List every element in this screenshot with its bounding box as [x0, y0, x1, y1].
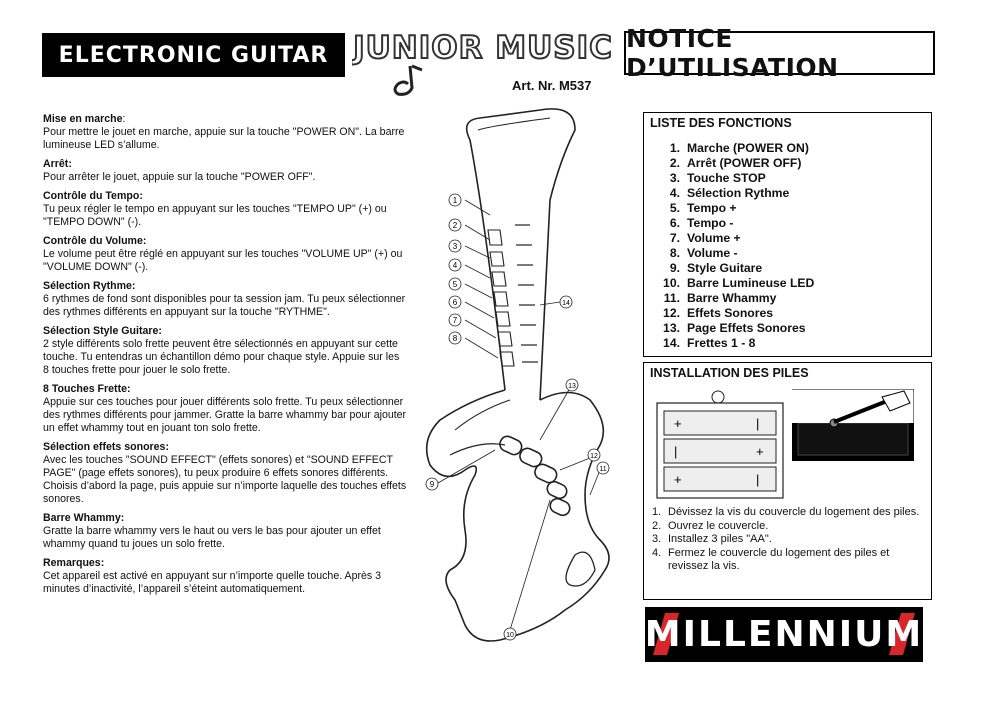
callout-3: 3 — [453, 242, 458, 251]
callout-10: 10 — [506, 632, 514, 639]
function-list-title: LISTE DES FONCTIONS — [650, 116, 792, 130]
section-text: 6 rythmes de fond sont disponibles pour … — [43, 293, 406, 318]
section-title: Contrôle du Volume: — [43, 235, 147, 247]
section-guitar-style: Sélection Style Guitare: 2 style différe… — [43, 325, 408, 377]
function-item: 8.Volume - — [669, 246, 738, 260]
junior-music-logo: JUNIOR MUSIC — [352, 29, 613, 96]
article-number: Art. Nr. M537 — [512, 78, 592, 93]
callout-13: 13 — [568, 383, 576, 390]
callout-5: 5 — [453, 280, 458, 289]
function-item: 3.Touche STOP — [669, 171, 766, 185]
section-whammy: Barre Whammy: Gratte la barre whammy ver… — [43, 512, 408, 551]
function-item: 7.Volume + — [669, 231, 741, 245]
function-item: 14.Frettes 1 - 8 — [663, 336, 756, 350]
section-text: 2 style différents solo frette peuvent ê… — [43, 338, 400, 376]
section-text: Cet appareil est activé en appuyant sur … — [43, 570, 382, 595]
svg-text:+: + — [674, 416, 682, 431]
function-list-box: LISTE DES FONCTIONS 1.Marche (POWER ON) … — [643, 112, 932, 357]
function-item: 5.Tempo + — [669, 201, 737, 215]
guitar-illustration: 1 2 3 4 5 6 7 8 9 10 11 12 13 14 — [425, 108, 610, 642]
section-volume: Contrôle du Volume: Le volume peut être … — [43, 235, 408, 274]
function-item: 11.Barre Whammy — [663, 291, 777, 305]
brand-red-bars — [653, 613, 915, 655]
callout-6: 6 — [453, 298, 458, 307]
installation-steps: 1.Dévissez la vis du couvercle du logeme… — [652, 506, 922, 574]
svg-text:|: | — [756, 472, 759, 487]
callout-11: 11 — [599, 466, 606, 473]
function-item: 12.Effets Sonores — [663, 306, 774, 320]
section-title: 8 Touches Frette: — [43, 383, 131, 395]
svg-text:+: + — [674, 472, 682, 487]
section-text: Gratte la barre whammy vers le haut ou v… — [43, 525, 381, 550]
section-title: Sélection Rythme: — [43, 280, 136, 292]
section-rhythm: Sélection Rythme: 6 rythmes de fond sont… — [43, 280, 408, 319]
svg-text:|: | — [756, 416, 759, 431]
function-item: 13.Page Effets Sonores — [663, 321, 806, 335]
section-title: Sélection Style Guitare: — [43, 325, 162, 337]
section-sound-effects: Sélection effets sonores: Avec les touch… — [43, 441, 408, 506]
section-text: Pour arrêter le jouet, appuie sur la tou… — [43, 171, 316, 183]
callout-12: 12 — [590, 453, 598, 460]
function-list: 1.Marche (POWER ON) 2.Arrêt (POWER OFF) … — [652, 141, 814, 351]
battery-installation-box: INSTALLATION DES PILES + | | + + | 1.Dév… — [643, 362, 932, 600]
callout-1: 1 — [453, 196, 458, 205]
title-electronic-guitar: ELECTRONIC GUITAR — [42, 33, 345, 77]
callout-8: 8 — [453, 334, 458, 343]
section-title: Sélection effets sonores: — [43, 441, 169, 453]
section-power-off: Arrêt: Pour arrêter le jouet, appuie sur… — [43, 158, 408, 184]
installation-step: 3.Installez 3 piles "AA". — [652, 533, 772, 545]
section-title: Arrêt: — [43, 158, 72, 170]
callout-9: 9 — [430, 480, 435, 489]
section-title: Mise en marche: — [43, 113, 126, 125]
callout-14: 14 — [562, 300, 570, 307]
section-fret-keys: 8 Touches Frette: Appuie sur ces touches… — [43, 383, 408, 435]
section-text: Tu peux régler le tempo en appuyant sur … — [43, 203, 387, 228]
brand-text: MILLENNIUM — [644, 614, 924, 655]
screwdriver-illustration — [792, 389, 914, 461]
logo-text: JUNIOR MUSIC — [352, 30, 613, 66]
section-text: Appuie sur ces touches pour jouer différ… — [43, 396, 407, 434]
section-text: Le volume peut être réglé en appuyant su… — [43, 248, 403, 273]
callout-4: 4 — [453, 261, 458, 270]
section-title: Remarques: — [43, 557, 105, 569]
section-tempo: Contrôle du Tempo: Tu peux régler le tem… — [43, 190, 408, 229]
installation-title: INSTALLATION DES PILES — [650, 366, 809, 380]
section-title: Barre Whammy: — [43, 512, 125, 524]
function-item: 9.Style Guitare — [669, 261, 763, 275]
callout-1-circle — [448, 193, 462, 207]
title-notice: NOTICE D’UTILISATION — [624, 24, 935, 82]
section-remarks: Remarques: Cet appareil est activé en ap… — [43, 557, 408, 596]
function-item: 2.Arrêt (POWER OFF) — [669, 156, 802, 170]
svg-text:|: | — [674, 444, 677, 459]
installation-step: 4.Fermez le couvercle du logement des pi… — [652, 546, 890, 573]
function-item: 4.Sélection Rythme — [669, 186, 790, 200]
callout-2: 2 — [453, 221, 458, 230]
installation-step: 2.Ouvrez le couvercle. — [652, 519, 769, 532]
section-text: Avec les touches "SOUND EFFECT" (effets … — [43, 454, 407, 505]
function-item: 1.Marche (POWER ON) — [669, 141, 809, 155]
callout-7: 7 — [453, 316, 458, 325]
svg-text:+: + — [756, 444, 764, 459]
section-title: Contrôle du Tempo: — [43, 190, 143, 202]
battery-compartment-illustration: + | | + + | — [656, 390, 784, 499]
section-text: Pour mettre le jouet en marche, appuie s… — [43, 126, 405, 151]
installation-step: 1.Dévissez la vis du couvercle du logeme… — [652, 506, 920, 518]
section-power-on: Mise en marche: Pour mettre le jouet en … — [43, 113, 408, 152]
function-item: 6.Tempo - — [669, 216, 734, 230]
function-item: 10.Barre Lumineuse LED — [663, 276, 815, 290]
instructions-column: Mise en marche: Pour mettre le jouet en … — [43, 113, 408, 602]
millennium-logo: MILLENNIUM — [645, 607, 923, 662]
